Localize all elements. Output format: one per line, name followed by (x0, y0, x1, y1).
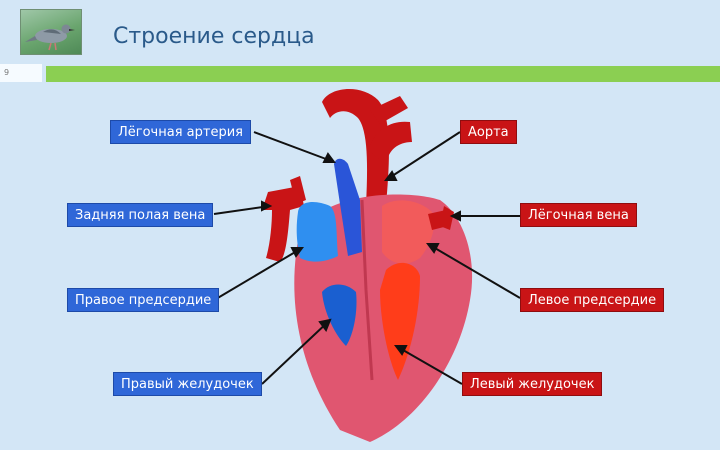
right-ventricle-shape (322, 284, 357, 346)
right-atrium-shape (296, 202, 338, 262)
left-atrium-shape (382, 200, 435, 264)
pulmonary-vein-branch (440, 206, 454, 230)
pointer-right-ventricle-head (318, 318, 332, 333)
pointer-left-ventricle (395, 345, 463, 385)
label-pulmonary-artery: Лёгочная артерия (110, 120, 251, 144)
pointer-right-ventricle (261, 319, 331, 385)
pointer-posterior-vena-cava-head (261, 200, 273, 212)
pigeon-photo (20, 9, 82, 55)
pointer-right-atrium (215, 247, 303, 300)
pointer-posterior-vena-cava (213, 205, 271, 215)
pointer-aorta (385, 131, 461, 181)
label-posterior-vena-cava: Задняя полая вена (67, 203, 214, 227)
pointer-pulmonary-artery-head (322, 152, 336, 163)
label-left-atrium: Левое предсердие (520, 288, 665, 312)
label-right-ventricle: Правый желудочек (113, 372, 262, 396)
pointer-left-atrium (427, 243, 521, 299)
label-left-ventricle: Левый желудочек (462, 372, 603, 396)
pointer-left-ventricle-head (394, 345, 408, 356)
septum (360, 199, 374, 381)
slide-number: 9 (0, 64, 42, 82)
label-pulmonary-vein: Лёгочная вена (520, 203, 637, 227)
label-aorta: Аорта (460, 120, 517, 144)
pointer-right-atrium-head (290, 247, 304, 258)
aorta-branch (370, 96, 408, 124)
label-right-atrium: Правое предсердие (67, 288, 220, 312)
aorta-descending (368, 121, 412, 165)
pointer-pulmonary-artery (253, 131, 335, 163)
slide-title: Строение сердца (113, 24, 315, 49)
pulmonary-artery-shape (334, 158, 362, 256)
pointer-left-atrium-head (426, 243, 440, 254)
pointer-aorta-head (384, 170, 398, 181)
vena-cava (262, 186, 304, 262)
left-ventricle-shape (380, 262, 420, 380)
vena-cava-branch (290, 176, 306, 204)
header-accent-bar (46, 66, 720, 82)
pointer-pulmonary-vein-head (449, 210, 461, 222)
aorta-arch (322, 88, 389, 205)
